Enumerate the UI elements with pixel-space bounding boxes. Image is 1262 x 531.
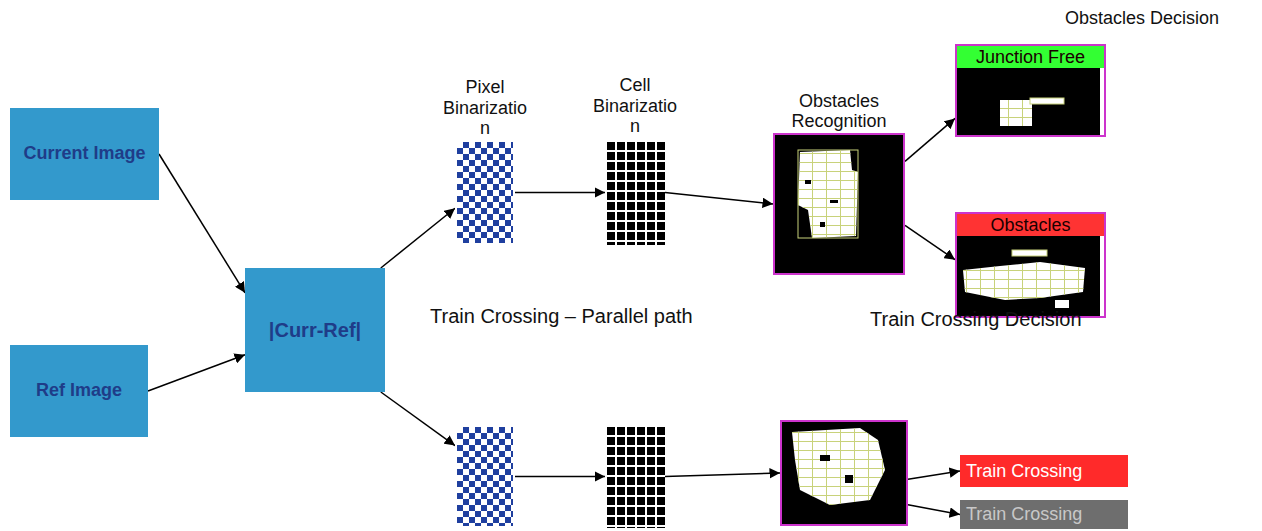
decision-banner: Junction Free: [957, 46, 1104, 68]
box-heading: Pixel Binarizatio n: [437, 77, 533, 139]
box-label: |Curr-Ref|: [263, 319, 367, 342]
flow-arrow: [515, 476, 605, 478]
detected-blob: [1000, 98, 1064, 126]
detected-blob: [792, 428, 885, 505]
flow-arrow: [159, 154, 245, 293]
flow-arrow: [908, 505, 960, 515]
flow-arrow: [905, 225, 955, 259]
decision-view: Junction Free: [955, 44, 1106, 137]
decision-view: Obstacles: [955, 212, 1106, 318]
difference-box: |Curr-Ref|: [245, 268, 385, 392]
box-label: Train Crossing: [966, 461, 1082, 482]
scene-ground: [957, 66, 1100, 135]
box-label: Train Crossing: [966, 504, 1082, 525]
cell-map: [605, 425, 665, 528]
box-heading: Cell Binarizatio n: [587, 75, 683, 137]
flow-arrow: [148, 355, 245, 391]
scene-ground: [782, 422, 906, 524]
scene-ground: [957, 236, 1100, 316]
cell-map: Cell Binarizatio n: [605, 140, 665, 245]
detected-blob: [963, 250, 1085, 308]
flow-arrow: [665, 193, 773, 205]
heading-holder: Cell Binarizatio n: [587, 75, 683, 137]
flow-arrow: [665, 473, 780, 477]
detected-blob: [798, 150, 858, 238]
recognition-view: Obstacles Recognition: [773, 133, 905, 275]
flow-arrow: [905, 118, 955, 161]
section-heading: Obstacles Decision: [1065, 8, 1219, 29]
heading-holder: Obstacles Recognition: [774, 91, 904, 132]
decision-tag: Train Crossing: [960, 500, 1128, 529]
flow-arrow: [381, 208, 455, 268]
decision-banner: Obstacles: [957, 214, 1104, 236]
scene-ground: [775, 135, 903, 273]
flow-arrow: [515, 192, 605, 194]
input-image-box: Ref Image: [10, 345, 148, 437]
pixel-map: [455, 425, 515, 528]
box-label: Current Image: [17, 143, 151, 165]
input-image-box: Current Image: [10, 108, 159, 200]
recognition-view: [780, 420, 908, 526]
box-label: Ref Image: [30, 380, 128, 402]
pixel-map: Pixel Binarizatio n: [455, 140, 515, 245]
flow-arrow: [908, 471, 960, 479]
section-heading: Train Crossing Decision: [870, 308, 1082, 331]
decision-tag: Train Crossing: [960, 455, 1128, 487]
heading-holder: Pixel Binarizatio n: [437, 77, 533, 139]
flow-arrow: [381, 392, 455, 446]
box-heading: Obstacles Recognition: [774, 91, 904, 132]
path-heading: Train Crossing – Parallel path: [430, 305, 693, 328]
